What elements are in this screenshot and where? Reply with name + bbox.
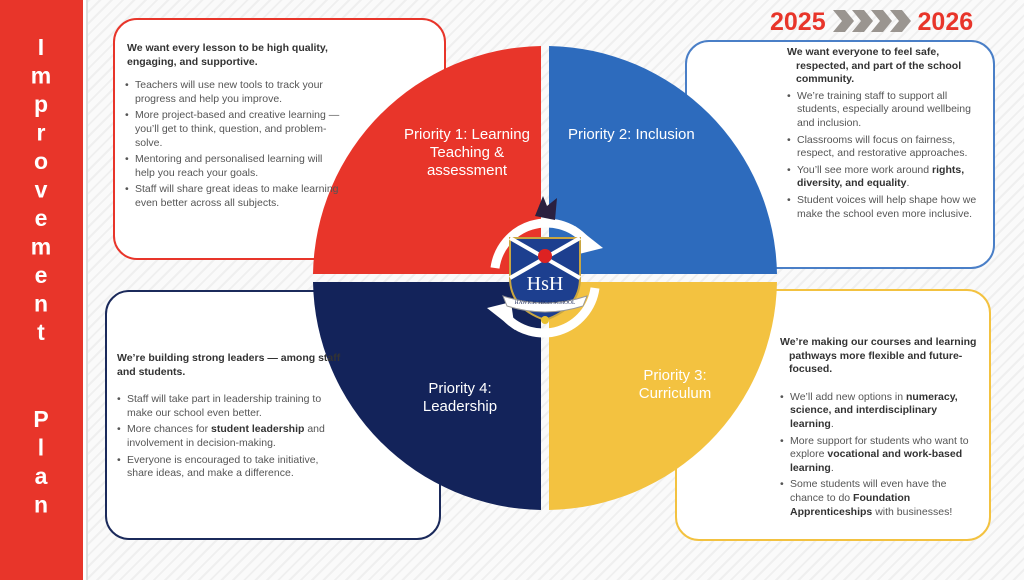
bullet-item: You’ll see more work around rights, dive…	[787, 164, 983, 191]
bullet-item: Mentoring and personalised learning will…	[125, 153, 343, 180]
bullet-item: We’ll add new options in numeracy, scien…	[780, 391, 979, 432]
priority-1-label: Priority 1: Learning Teaching & assessme…	[404, 126, 530, 179]
panel-lead: We want every lesson to be high quality,…	[127, 42, 328, 68]
bullet-text: We’re training staff to support all stud…	[797, 89, 971, 129]
quadrant-learning[interactable]	[313, 46, 541, 274]
bullet-text: Staff will share great ideas to make lea…	[135, 183, 339, 209]
title-plan-column: Plan	[0, 406, 82, 520]
bullet-item: Student voices will help shape how we ma…	[787, 194, 983, 221]
bullet-item: Staff will share great ideas to make lea…	[125, 183, 343, 210]
bullet-item: Teachers will use new tools to track you…	[125, 79, 343, 106]
bullet-item: Staff will take part in leadership train…	[117, 393, 337, 420]
bullet-text: with businesses!	[872, 505, 953, 518]
logo-monogram: HsH	[527, 273, 564, 295]
bullet-text: Teachers will use new tools to track you…	[135, 79, 323, 105]
panel-lead: We’re building strong leaders — among st…	[117, 352, 341, 378]
bullet-item: Classrooms will focus on fairness, respe…	[787, 134, 983, 161]
bullet-item: We’re training staff to support all stud…	[787, 90, 983, 131]
bullet-text: .	[830, 417, 834, 430]
bullet-item: More project-based and creative learning…	[125, 109, 343, 150]
bullet-text: More project-based and creative learning…	[135, 109, 340, 149]
bullet-text: More support for students who want to ex…	[790, 434, 969, 461]
emphasis-text: rights, diversity, and equality	[797, 163, 965, 190]
school-crest-logo: HsH HAWICK HIGH SCHOOL	[502, 196, 588, 324]
bullet-item: Everyone is encouraged to take initiativ…	[117, 454, 337, 481]
logo-school-name: HAWICK HIGH SCHOOL	[515, 300, 576, 306]
bullet-item: More chances for student leadership and …	[117, 423, 337, 450]
sidebar: Improvement Plan	[0, 0, 86, 580]
bullet-text: You’ll see more work around	[797, 163, 933, 176]
title-improvement: Improvement	[28, 34, 54, 348]
panel-lead: We’re making our courses and learning pa…	[780, 336, 977, 376]
quadrant-leadership[interactable]	[313, 282, 541, 510]
bullet-text: .	[906, 177, 910, 190]
bullet-text: Mentoring and personalised learning will…	[135, 153, 323, 179]
priority-3-label: Priority 3: Curriculum	[638, 367, 712, 402]
title-improvement-column: Improvement	[0, 34, 82, 348]
bullet-text: We’ll add new options in	[790, 390, 906, 403]
year-start: 2025	[770, 8, 826, 36]
bullet-item: More support for students who want to ex…	[780, 435, 979, 476]
priority-2-label: Priority 2: Inclusion	[568, 126, 695, 143]
year-range: 2025 2026	[770, 8, 973, 37]
year-end: 2026	[917, 8, 974, 36]
emphasis-text: student leadership	[211, 423, 305, 436]
bullet-text: .	[830, 461, 834, 474]
emphasis-text: numeracy, science, and interdisciplinary…	[790, 390, 958, 430]
bullet-text: and involvement in decision-making.	[127, 423, 325, 449]
emphasis-text: vocational and work-based learning	[790, 448, 963, 474]
bullet-text: Some students will even have the chance …	[790, 478, 947, 504]
bullet-text: Staff will take part in leadership train…	[127, 393, 322, 419]
bullet-item: Some students will even have the chance …	[780, 478, 979, 519]
priority-4-label: Priority 4: Leadership	[422, 380, 498, 415]
priority-wheel: HsH HAWICK HIGH SCHOOL	[313, 46, 777, 510]
bullet-text: More chances for	[127, 423, 212, 436]
panel-lead: We want everyone to feel safe, respected…	[787, 46, 962, 86]
bullet-text: Everyone is encouraged to take initiativ…	[127, 453, 319, 480]
bullet-text: Classrooms will focus on fairness, respe…	[797, 133, 968, 160]
quadrant-inclusion[interactable]	[549, 46, 777, 274]
emphasis-text: Foundation Apprenticeships	[790, 491, 911, 518]
bullet-text: Student voices will help shape how we ma…	[797, 193, 977, 220]
quadrant-curriculum[interactable]	[549, 282, 777, 510]
title-plan: Plan	[28, 406, 54, 520]
chevrons-right-icon	[832, 10, 911, 32]
cycle-arrows-icon	[490, 218, 600, 338]
